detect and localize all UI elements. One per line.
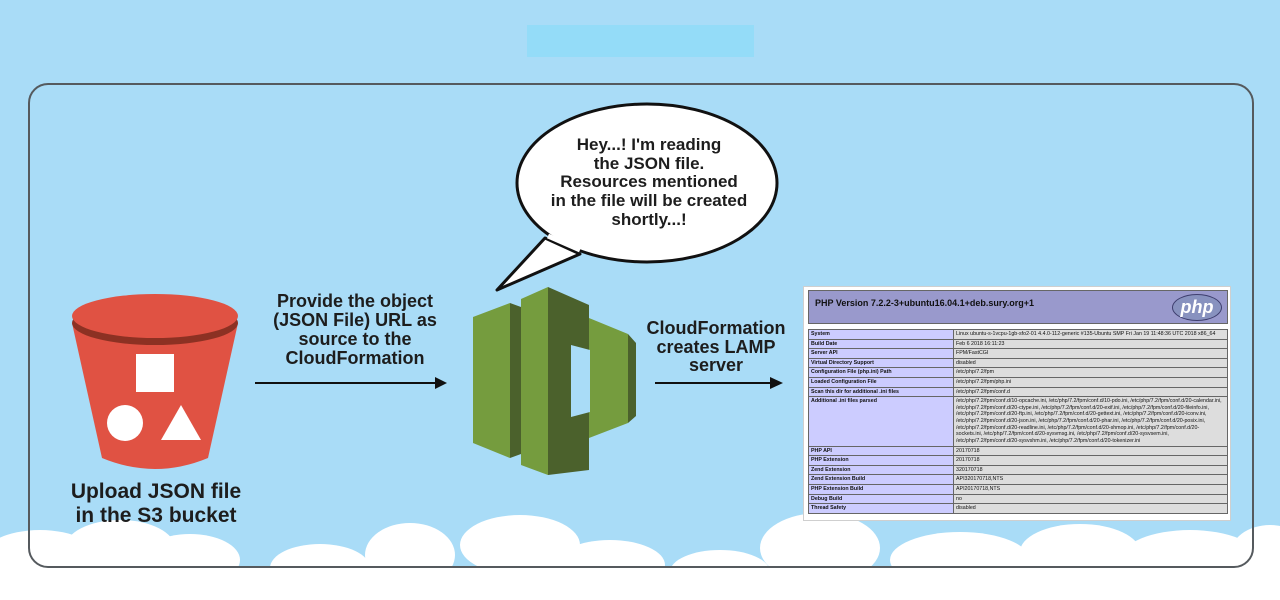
table-row: Configuration File (php.ini) Path/etc/ph…	[808, 367, 1228, 379]
row-key: PHP Extension	[808, 455, 954, 466]
row-value: 20170718	[953, 455, 1228, 466]
step2-label: CloudFormation creates LAMP server	[646, 318, 786, 376]
diagram-frame	[28, 83, 1254, 568]
row-value: no	[953, 493, 1228, 505]
phpinfo-screenshot: PHP Version 7.2.2-3+ubuntu16.04.1+deb.su…	[803, 286, 1231, 521]
table-row: Additional .ini files parsed/etc/php/7.2…	[808, 396, 1228, 447]
row-key: Configuration File (php.ini) Path	[808, 367, 954, 379]
row-value: disabled	[953, 503, 1228, 514]
row-key: PHP Extension Build	[808, 483, 954, 495]
row-value: Feb 6 2018 16:11:23	[953, 338, 1228, 350]
circle-shape	[107, 405, 143, 441]
square-shape	[136, 354, 174, 392]
row-value: /etc/php/7.2/fpm/conf.d/10-opcache.ini, …	[953, 396, 1228, 447]
phpinfo-title: PHP Version 7.2.2-3+ubuntu16.04.1+deb.su…	[815, 298, 1035, 308]
row-key: Build Date	[808, 338, 954, 350]
row-value: FPM/FastCGI	[953, 348, 1228, 359]
row-key: Scan this dir for additional .ini files	[808, 386, 954, 398]
row-key: Debug Build	[808, 493, 954, 505]
row-key: Virtual Directory Support	[808, 357, 954, 369]
row-value: API20170718,NTS	[953, 483, 1228, 495]
row-key: System	[808, 329, 954, 340]
row-value: Linux ubuntu-s-1vcpu-1gb-sfo2-01 4.4.0-1…	[953, 329, 1228, 340]
row-key: PHP API	[808, 445, 954, 457]
table-row: Scan this dir for additional .ini files/…	[808, 386, 1228, 398]
row-value: 320170718	[953, 464, 1228, 476]
row-value: /etc/php/7.2/fpm/php.ini	[953, 377, 1228, 388]
phpinfo-header: PHP Version 7.2.2-3+ubuntu16.04.1+deb.su…	[808, 290, 1228, 324]
row-value: disabled	[953, 357, 1228, 369]
step1-label: Provide the object (JSON File) URL as so…	[273, 291, 437, 369]
row-key: Zend Extension	[808, 464, 954, 476]
row-key: Server API	[808, 348, 954, 359]
s3-label: Upload JSON file in the S3 bucket	[70, 480, 242, 527]
row-value: 20170718	[953, 445, 1228, 457]
row-value: API320170718,NTS	[953, 474, 1228, 485]
php-logo-icon: php	[1172, 294, 1222, 321]
row-key: Thread Safety	[808, 503, 954, 514]
speech-bubble-text: Hey...! I'm reading the JSON file. Resou…	[550, 135, 748, 229]
row-value: /etc/php/7.2/fpm	[953, 367, 1228, 379]
row-value: /etc/php/7.2/fpm/conf.d	[953, 386, 1228, 398]
triangle-shape	[161, 405, 201, 440]
top-banner	[527, 25, 754, 57]
row-key: Zend Extension Build	[808, 474, 954, 485]
row-key: Loaded Configuration File	[808, 377, 954, 388]
table-row: Loaded Configuration File/etc/php/7.2/fp…	[808, 377, 1228, 388]
row-key: Additional .ini files parsed	[808, 396, 954, 447]
